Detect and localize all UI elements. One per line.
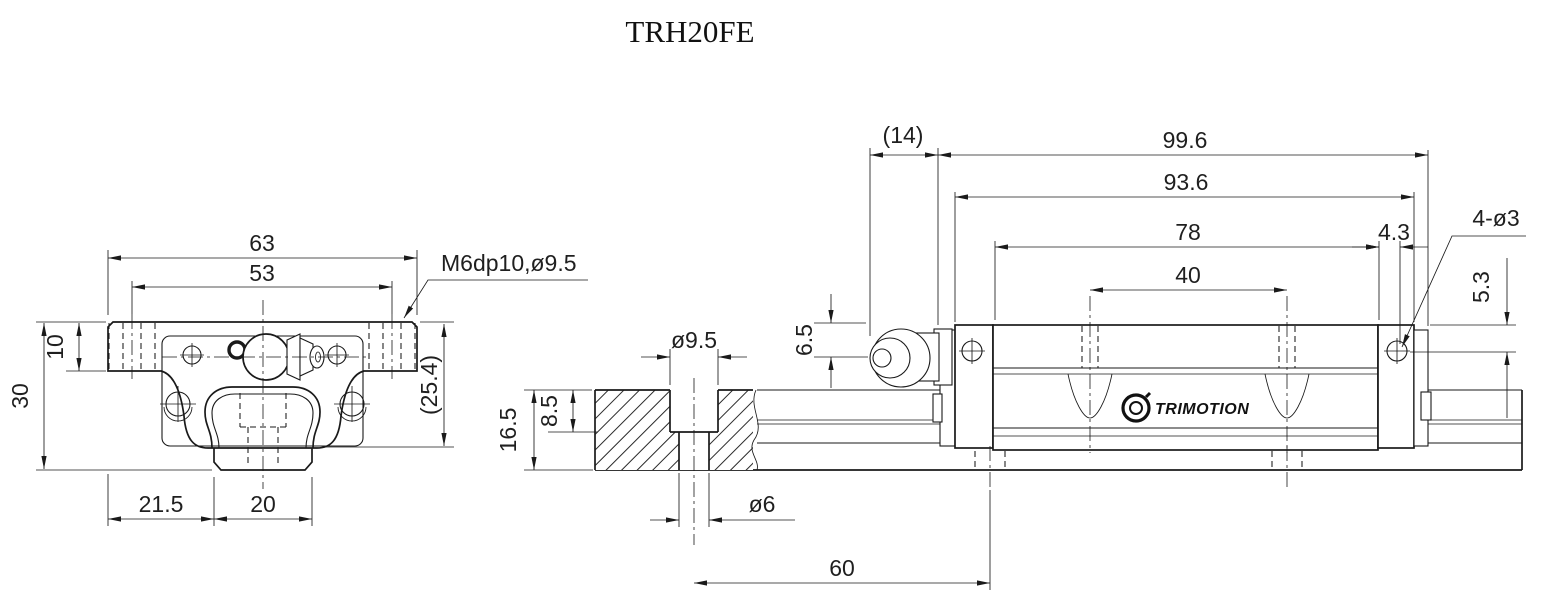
seal-tab-left xyxy=(932,393,943,423)
face-screw-bottom-right xyxy=(334,386,370,422)
dim-counterbore-dia: ø9.5 xyxy=(671,327,717,353)
cap-screw-left xyxy=(959,338,985,364)
drawing-title: TRH20FE xyxy=(625,14,754,49)
trimotion-logo: TRIMOTION xyxy=(1121,391,1249,423)
dim-hole-dia: ø6 xyxy=(749,491,776,517)
rail-hole-hidden-1 xyxy=(974,446,1006,487)
dim-rail-width: 20 xyxy=(250,491,276,517)
dim-end-hole-offset: 4.3 xyxy=(1378,219,1410,245)
dim-block-height: (25.4) xyxy=(416,355,442,415)
rail-hole-hidden-2 xyxy=(1271,446,1303,487)
dim-mount-hole-pitch: 40 xyxy=(1175,262,1201,288)
rail-channel-inner xyxy=(211,393,314,449)
dim-nipple-overhang: (14) xyxy=(883,122,924,148)
rail-channel-outer xyxy=(204,386,321,449)
front-view: 63 53 M6dp10,ø9.5 10 30 (25.4) 21.5 xyxy=(7,230,588,526)
dim-total-height: 30 xyxy=(7,383,33,409)
logo-text: TRIMOTION xyxy=(1155,401,1249,418)
dim-left-offset: 21.5 xyxy=(139,491,184,517)
face-screw-bottom-left xyxy=(160,386,196,422)
dim-nipple-height: 6.5 xyxy=(791,324,817,356)
rail-section-view: ø9.5 8.5 16.5 ø6 60 xyxy=(495,327,991,590)
face-screw-top-left xyxy=(180,343,204,367)
dim-front-width: 63 xyxy=(249,230,275,256)
break-line xyxy=(751,389,759,471)
side-view-dimensions: (14) 99.6 93.6 78 4.3 40 4-ø3 5. xyxy=(791,122,1526,418)
logo-emblem-icon xyxy=(1121,393,1151,423)
dim-block-length: 93.6 xyxy=(1164,169,1209,195)
dim-thread-note: M6dp10,ø9.5 xyxy=(441,250,577,276)
grease-nipple-side xyxy=(869,328,953,388)
seal-tab-right xyxy=(1420,391,1432,421)
end-seal-right xyxy=(1413,329,1429,447)
block-body xyxy=(992,324,1379,451)
dim-counterbore-depth: 8.5 xyxy=(536,395,562,427)
face-screw-top-right xyxy=(325,343,349,367)
dim-end-hole-depth: 5.3 xyxy=(1468,271,1494,303)
dim-front-hole-pitch: 53 xyxy=(249,260,275,286)
mount-hole-2 xyxy=(1264,296,1310,453)
section-view-dimensions: ø9.5 8.5 16.5 ø6 60 xyxy=(495,327,991,590)
flange-hole-right xyxy=(368,314,416,379)
front-view-dimensions: 63 53 M6dp10,ø9.5 10 30 (25.4) 21.5 xyxy=(7,230,588,526)
dim-flange-height: 10 xyxy=(42,334,68,360)
dim-rail-height: 16.5 xyxy=(495,408,521,453)
dim-body-length: 78 xyxy=(1175,219,1201,245)
mount-hole-1 xyxy=(1067,296,1113,453)
side-view: TRIMOTION (14) 99.6 93.6 78 4.3 40 xyxy=(791,122,1526,487)
flange-hole-left xyxy=(108,314,156,379)
dim-total-length: 99.6 xyxy=(1163,127,1208,153)
dim-rail-hole-pitch: 60 xyxy=(829,555,855,581)
block-silhouette xyxy=(107,321,418,449)
dim-end-holes-note: 4-ø3 xyxy=(1472,205,1519,231)
